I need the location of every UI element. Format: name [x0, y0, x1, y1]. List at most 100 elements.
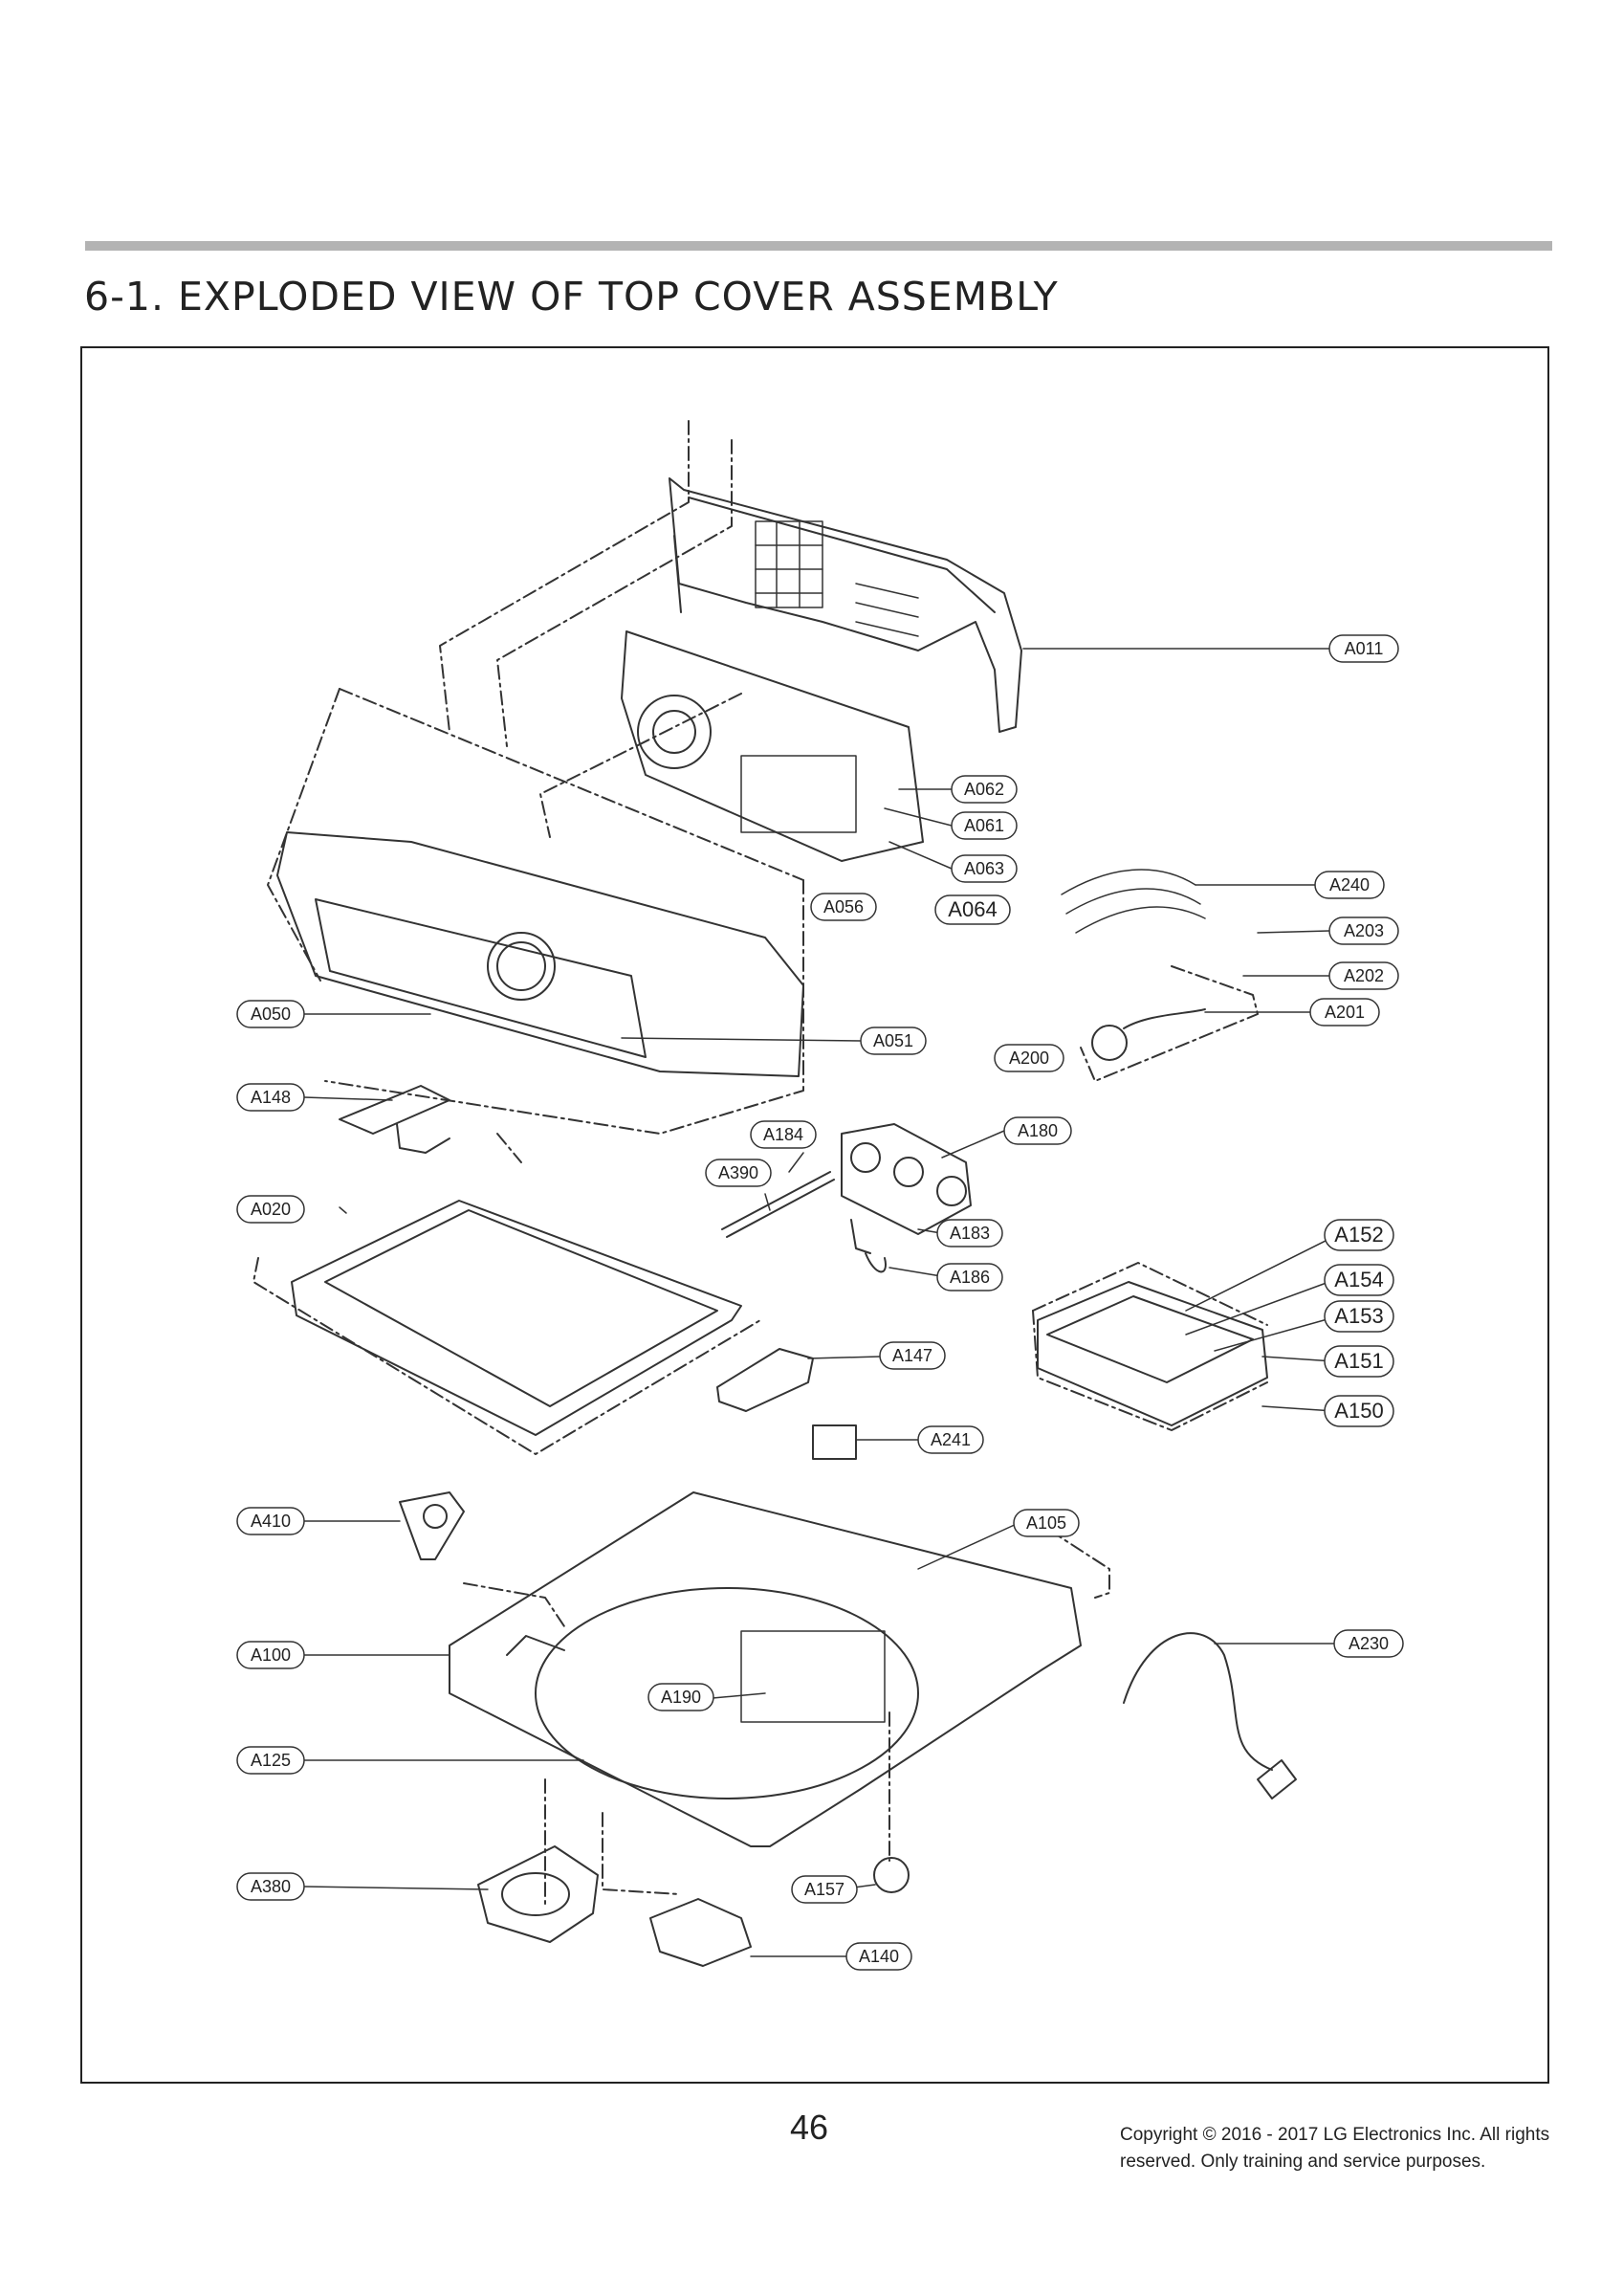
callout-bubbles — [236, 634, 1404, 1971]
callout-bubble-a241 — [917, 1425, 984, 1454]
callout-a150: A150 — [1334, 1399, 1383, 1423]
callout-bubble-a064 — [934, 894, 1011, 925]
page-title: 6-1. EXPLODED VIEW OF TOP COVER ASSEMBLY — [84, 274, 1059, 320]
callout-bubble-a390 — [705, 1159, 772, 1187]
callout-bubble-a200 — [994, 1044, 1064, 1072]
callout-a154: A154 — [1334, 1268, 1383, 1292]
callout-a100: A100 — [251, 1645, 291, 1665]
callout-bubble-a190 — [647, 1683, 714, 1711]
callout-a153: A153 — [1334, 1304, 1383, 1328]
callout-bubble-a240 — [1314, 871, 1385, 899]
callout-bubble-a201 — [1309, 998, 1380, 1027]
copyright-notice: Copyright © 2016 - 2017 LG Electronics I… — [1120, 2122, 1549, 2175]
callout-a105: A105 — [1026, 1513, 1066, 1533]
callout-a390: A390 — [718, 1163, 758, 1182]
leader-lines — [300, 648, 1340, 1957]
callout-bubble-a153 — [1324, 1300, 1394, 1333]
callout-bubble-a105 — [1013, 1509, 1080, 1537]
callout-bubble-a151 — [1324, 1345, 1394, 1378]
callout-a063: A063 — [964, 859, 1004, 878]
callout-a140: A140 — [859, 1947, 899, 1966]
top-rule — [85, 241, 1552, 251]
hinge-cover-a147 — [716, 1348, 814, 1412]
callout-bubble-a154 — [1324, 1264, 1394, 1296]
callout-a241: A241 — [931, 1430, 971, 1449]
callout-bubble-a051 — [860, 1027, 927, 1055]
callout-a152: A152 — [1334, 1223, 1383, 1247]
callout-bubble-a186 — [936, 1263, 1003, 1292]
page-number: 46 — [790, 2108, 829, 2147]
callout-bubble-a056 — [810, 893, 877, 921]
fill-cap-a410 — [399, 1491, 465, 1560]
tub-cover-a100 — [449, 1491, 1082, 1847]
callout-bubble-a100 — [236, 1641, 305, 1669]
callout-a020: A020 — [251, 1200, 291, 1219]
copyright-line-2: reserved. Only training and service purp… — [1120, 2152, 1486, 2172]
switch-a241 — [812, 1424, 857, 1460]
callout-bubble-a202 — [1328, 961, 1399, 990]
callout-bubble-a150 — [1324, 1395, 1394, 1427]
dispenser-drawer-a150 — [1037, 1281, 1268, 1426]
diagram-frame — [80, 346, 1549, 2084]
callout-bubble-a020 — [236, 1195, 305, 1224]
callout-a056: A056 — [823, 897, 864, 916]
callout-a062: A062 — [964, 780, 1004, 799]
plug-a157 — [873, 1857, 910, 1893]
callout-bubble-a180 — [1003, 1116, 1072, 1145]
callout-a190: A190 — [661, 1688, 701, 1707]
callout-a125: A125 — [251, 1751, 291, 1770]
callout-a380: A380 — [251, 1877, 291, 1896]
callout-a011: A011 — [1345, 639, 1384, 658]
callout-bubble-a147 — [879, 1341, 946, 1370]
copyright-line-1: Copyright © 2016 - 2017 LG Electronics I… — [1120, 2125, 1550, 2145]
callout-bubble-a203 — [1328, 916, 1399, 945]
callout-a157: A157 — [804, 1880, 844, 1899]
callout-a147: A147 — [892, 1346, 932, 1365]
callout-bubble-a230 — [1333, 1629, 1404, 1658]
callout-a180: A180 — [1018, 1121, 1058, 1140]
callout-bubble-a050 — [236, 1000, 305, 1028]
callout-a186: A186 — [950, 1268, 990, 1287]
callout-a061: A061 — [964, 816, 1004, 835]
alignment-lines — [252, 420, 1268, 1905]
switch-a140 — [649, 1898, 752, 1967]
callout-bubble-a183 — [936, 1219, 1003, 1247]
callout-bubble-a125 — [236, 1746, 305, 1775]
callout-bubble-a063 — [951, 854, 1018, 883]
wire-harness-a240 — [1061, 869, 1206, 934]
callout-a051: A051 — [873, 1031, 913, 1050]
callout-a202: A202 — [1344, 966, 1384, 985]
callout-a410: A410 — [251, 1512, 291, 1531]
bracket-a148 — [339, 1085, 450, 1154]
water-valve-a180 — [841, 1123, 972, 1254]
callout-bubble-a061 — [951, 811, 1018, 840]
callout-bubble-a410 — [236, 1507, 305, 1535]
callout-a200: A200 — [1009, 1049, 1049, 1068]
callout-a184: A184 — [763, 1125, 803, 1144]
rear-panel-vents — [755, 520, 919, 637]
callout-a183: A183 — [950, 1224, 990, 1243]
callout-bubble-a184 — [750, 1120, 817, 1149]
callout-a148: A148 — [251, 1088, 291, 1107]
callout-a230: A230 — [1349, 1634, 1389, 1653]
pressure-sensor-a200 — [1091, 1008, 1206, 1061]
callout-bubble-a152 — [1324, 1219, 1394, 1251]
power-cord-a230 — [1123, 1632, 1297, 1799]
hose-a186 — [865, 1252, 887, 1273]
callout-bubble-a157 — [791, 1875, 858, 1904]
pump-a380 — [477, 1845, 599, 1943]
callout-bubble-a062 — [951, 775, 1018, 804]
fill-hose-a390 — [721, 1171, 835, 1238]
callout-a050: A050 — [251, 1004, 291, 1024]
control-pcb-a062 — [621, 630, 924, 862]
callout-a240: A240 — [1329, 875, 1370, 894]
callout-bubble-a140 — [845, 1942, 912, 1971]
callout-a201: A201 — [1325, 1003, 1365, 1022]
callout-bubble-a380 — [236, 1872, 305, 1901]
rear-panel-a011 — [669, 477, 1022, 733]
callout-bubble-a011 — [1328, 634, 1399, 663]
callout-a203: A203 — [1344, 921, 1384, 940]
callout-a151: A151 — [1334, 1349, 1383, 1373]
callout-a064: A064 — [948, 897, 997, 921]
